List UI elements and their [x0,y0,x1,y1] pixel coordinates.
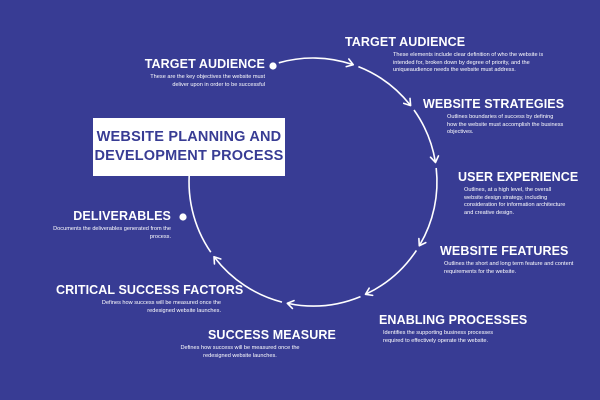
cycle-arrow-1 [278,57,355,68]
step-description: Documents the deliverables generated fro… [53,226,171,240]
step-description: These elements include clear definition … [393,52,544,74]
cycle-arrow-2 [358,65,412,107]
step-description: Defines how success will be measured onc… [180,345,300,359]
step-description: Identifies the supporting business proce… [383,330,494,344]
step-success-measure: SUCCESS MEASURE Defines how success will… [170,328,336,360]
step-description: Outlines, at a high level, the overall w… [464,187,566,216]
step-description: Defines how success will be measured onc… [101,300,221,314]
step-heading: DELIVERABLES [73,209,171,223]
step-user-experience: USER EXPERIENCE Outlines, at a high leve… [458,170,578,217]
step-target-audience-left: TARGET AUDIENCE These are the key object… [135,57,265,89]
diagram-title-line1: WEBSITE PLANNING AND [96,129,282,145]
step-target-audience-right: TARGET AUDIENCE These elements include c… [345,35,555,75]
step-heading: WEBSITE FEATURES [440,244,569,258]
cycle-arrow-7 [213,255,283,303]
step-description: Outlines the short and long term feature… [444,261,574,275]
step-description: These are the key objectives the website… [150,74,265,88]
cycle-arrow-3 [413,109,440,164]
cycle-arrow-4 [418,167,438,247]
step-heading: CRITICAL SUCCESS FACTORS [56,283,244,297]
step-heading: TARGET AUDIENCE [345,35,466,49]
end-dot [179,213,187,221]
diagram-title-box: WEBSITE PLANNING AND DEVELOPMENT PROCESS [93,118,285,176]
cycle-arrows [188,57,440,310]
step-website-features: WEBSITE FEATURES Outlines the short and … [440,244,590,276]
cycle-arrow-6 [286,295,361,310]
diagram-title-line2: DEVELOPMENT PROCESS [94,148,284,164]
step-heading: ENABLING PROCESSES [379,313,528,327]
step-heading: TARGET AUDIENCE [144,57,265,71]
step-heading: USER EXPERIENCE [458,170,579,184]
step-critical-success-factors: CRITICAL SUCCESS FACTORS Defines how suc… [56,283,244,315]
step-enabling-processes: ENABLING PROCESSES Identifies the suppor… [379,313,528,345]
step-deliverables: DELIVERABLES Documents the deliverables … [34,209,171,241]
step-description: Outlines boundaries of success by defini… [447,114,564,136]
step-heading: WEBSITE STRATEGIES [423,97,565,111]
step-heading: SUCCESS MEASURE [208,328,336,342]
start-dot [269,62,277,70]
cycle-arrow-5 [364,249,418,297]
step-website-strategies: WEBSITE STRATEGIES Outlines boundaries o… [423,97,573,137]
cycle-arrow-8 [188,163,212,253]
